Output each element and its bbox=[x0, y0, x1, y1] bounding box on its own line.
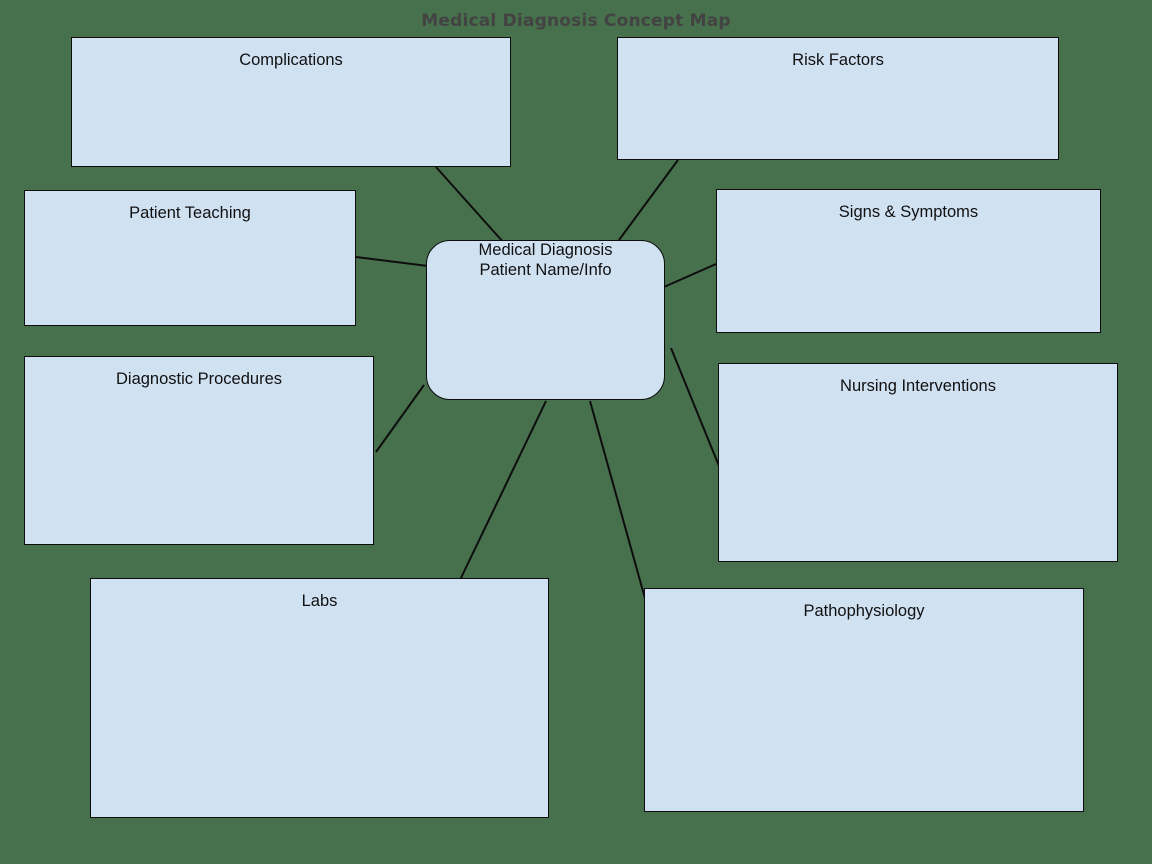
node-label-patient-teaching: Patient Teaching bbox=[129, 204, 251, 222]
edge-diagnostic-procedures bbox=[375, 384, 425, 453]
node-pathophysiology[interactable]: Pathophysiology bbox=[644, 588, 1084, 812]
center-node-patient-label: Patient Name/Info bbox=[479, 260, 612, 279]
edge-labs bbox=[459, 400, 547, 581]
node-nursing-interventions[interactable]: Nursing Interventions bbox=[718, 363, 1118, 562]
page-title: Medical Diagnosis Concept Map bbox=[421, 11, 731, 31]
node-label-nursing-interventions: Nursing Interventions bbox=[840, 377, 996, 395]
edge-pathophysiology bbox=[589, 400, 647, 603]
node-label-pathophysiology: Pathophysiology bbox=[803, 602, 925, 620]
center-node-diagnosis-label: Medical Diagnosis bbox=[478, 241, 613, 259]
node-risk-factors[interactable]: Risk Factors bbox=[617, 37, 1059, 160]
node-label-risk-factors: Risk Factors bbox=[792, 51, 884, 69]
node-labs[interactable]: Labs bbox=[90, 578, 549, 818]
node-label-labs: Labs bbox=[301, 592, 338, 610]
node-diagnostic-procedures[interactable]: Diagnostic Procedures bbox=[24, 356, 374, 545]
node-patient-teaching[interactable]: Patient Teaching bbox=[24, 190, 356, 326]
edge-complications bbox=[435, 166, 505, 244]
edge-risk-factors bbox=[618, 159, 679, 241]
edge-nursing-interventions bbox=[670, 347, 720, 467]
node-label-signs-and-symptoms: Signs & Symptoms bbox=[838, 203, 979, 221]
node-label-complications: Complications bbox=[239, 51, 343, 69]
node-label-diagnostic-procedures: Diagnostic Procedures bbox=[116, 370, 282, 388]
node-signs-and-symptoms[interactable]: Signs & Symptoms bbox=[716, 189, 1101, 333]
edge-patient-teaching bbox=[355, 256, 429, 267]
edge-signs-and-symptoms bbox=[663, 263, 717, 288]
node-complications[interactable]: Complications bbox=[71, 37, 511, 167]
